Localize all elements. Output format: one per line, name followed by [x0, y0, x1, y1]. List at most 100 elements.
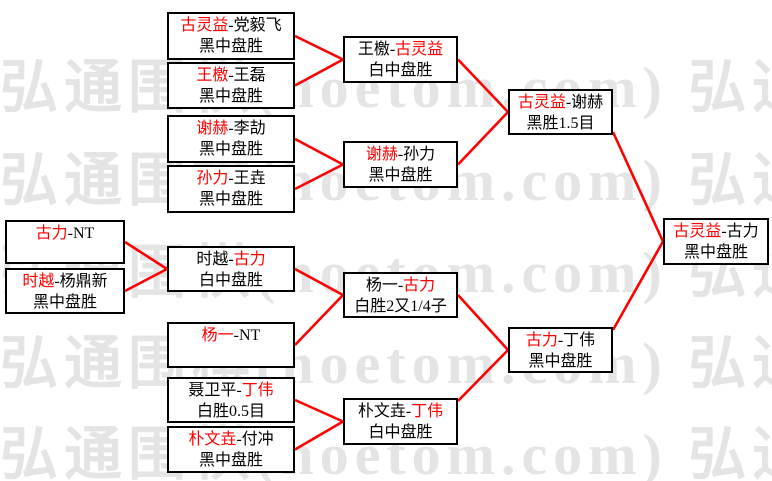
- match-players: 时越-杨鼎新: [7, 271, 123, 292]
- player2-name: 古力: [233, 251, 266, 268]
- match-players: 王檄-王磊: [169, 65, 293, 86]
- player1-name: 孙力: [196, 170, 229, 187]
- match-players: 朴文垚-付冲: [169, 429, 293, 450]
- match-result: 白中盘胜: [368, 62, 433, 79]
- match-result: 黑中盘胜: [198, 191, 263, 208]
- match-box-sf-2: 古力-丁伟黑中盘胜: [508, 327, 613, 373]
- match-box-r2-4: 杨一-古力白胜2又1/4子: [343, 272, 458, 318]
- bracket-connector-line: [457, 349, 509, 402]
- match-result: 黑胜1.5目: [526, 115, 595, 132]
- match-players: 古灵益-古力: [665, 221, 767, 242]
- match-players: 谢赫-李劼: [169, 118, 293, 139]
- match-box-r2-3: 时越-古力白中盘胜: [167, 246, 295, 292]
- player2-name: 古力: [726, 223, 759, 240]
- players-separator: -: [228, 170, 234, 187]
- player1-name: 王檄: [357, 41, 390, 58]
- player1-name: 谢赫: [365, 146, 398, 163]
- player2-name: 王磊: [233, 67, 266, 84]
- match-players: 古力-丁伟: [510, 330, 611, 351]
- players-separator: -: [397, 146, 404, 163]
- player1-name: 杨一: [365, 277, 398, 294]
- player2-name: 孙力: [403, 146, 436, 163]
- bracket-connector-line: [124, 240, 168, 271]
- player2-name: 丁伟: [563, 332, 596, 349]
- match-result: 白中盘胜: [368, 424, 433, 441]
- player1-name: 古灵益: [673, 223, 722, 240]
- match-players: 时越-古力: [169, 249, 293, 270]
- players-separator: -: [557, 332, 564, 349]
- bracket-connector-line: [457, 294, 509, 351]
- bracket-connector-line: [294, 34, 344, 61]
- player1-name: 朴文垚: [357, 403, 406, 420]
- match-players: 朴文垚-丁伟: [345, 401, 456, 422]
- match-players: 杨一-NT: [169, 325, 293, 346]
- match-players: 聂卫平-丁伟: [169, 380, 293, 401]
- bracket-connector-line: [457, 111, 509, 166]
- player2-name: 党毅飞: [233, 17, 282, 34]
- players-separator: -: [54, 273, 60, 290]
- bracket-connector-line: [294, 398, 344, 423]
- player2-name: NT: [73, 225, 95, 242]
- match-box-r1-4: 孙力-王垚黑中盘胜: [167, 165, 295, 213]
- player2-name: 谢赫: [571, 94, 604, 111]
- match-result: 黑中盘胜: [528, 353, 593, 370]
- players-separator: -: [228, 67, 234, 84]
- bracket-connector-line: [294, 163, 344, 191]
- players-separator: -: [228, 251, 234, 268]
- player1-name: 古灵益: [180, 17, 229, 34]
- players-separator: -: [236, 431, 242, 448]
- match-result: 白胜0.5目: [196, 403, 265, 420]
- match-players: 古灵益-党毅飞: [169, 15, 293, 36]
- bracket-connector-line: [294, 137, 344, 166]
- match-result: 白中盘胜: [198, 272, 263, 289]
- player2-name: 丁伟: [241, 382, 274, 399]
- players-separator: -: [389, 41, 396, 58]
- player1-name: 时越: [22, 273, 55, 290]
- match-box-r2-2: 谢赫-孙力黑中盘胜: [343, 141, 458, 188]
- match-result: 黑中盘胜: [198, 88, 263, 105]
- player2-name: 杨鼎新: [59, 273, 108, 290]
- bracket-connector-line: [611, 240, 665, 331]
- watermark-text: 弘通围棋(hoetom.com) 弘通围棋(hoetom.com): [0, 331, 772, 396]
- match-box-sf-1: 古灵益-谢赫黑胜1.5目: [508, 89, 613, 135]
- match-box-r1-8: 聂卫平-丁伟白胜0.5目: [167, 377, 295, 423]
- match-box-r2-1: 王檄-古灵益白中盘胜: [343, 36, 458, 83]
- match-players: 谢赫-孙力: [345, 144, 456, 165]
- bracket-connector-line: [124, 267, 168, 293]
- player2-name: 古灵益: [395, 41, 444, 58]
- players-separator: -: [405, 403, 412, 420]
- match-box-r1-6: 时越-杨鼎新黑中盘胜: [5, 268, 125, 314]
- player1-name: 聂卫平: [188, 382, 237, 399]
- players-separator: -: [67, 225, 73, 242]
- players-separator: -: [397, 277, 404, 294]
- players-separator: -: [228, 120, 234, 137]
- player1-name: 古力: [525, 332, 558, 349]
- match-result: 黑中盘胜: [368, 167, 433, 184]
- players-separator: -: [721, 223, 727, 240]
- match-box-r1-9: 朴文垚-付冲黑中盘胜: [167, 426, 295, 473]
- player2-name: 丁伟: [411, 403, 444, 420]
- player1-name: 杨一: [201, 327, 234, 344]
- players-separator: -: [236, 382, 242, 399]
- bracket-connector-line: [457, 58, 509, 113]
- match-box-r1-1: 古灵益-党毅飞黑中盘胜: [167, 12, 295, 60]
- player2-name: 李劼: [233, 120, 266, 137]
- match-result: 黑中盘胜: [683, 244, 748, 261]
- player2-name: NT: [239, 327, 261, 344]
- player1-name: 王檄: [196, 67, 229, 84]
- player1-name: 古力: [35, 225, 68, 242]
- bracket-connector-line: [294, 420, 344, 451]
- match-box-r1-7: 杨一-NT: [167, 322, 295, 368]
- match-box-r1-2: 王檄-王磊黑中盘胜: [167, 62, 295, 109]
- match-result: 白胜2又1/4子: [354, 298, 447, 315]
- bracket-connector-line: [611, 131, 665, 243]
- player1-name: 古灵益: [517, 94, 566, 111]
- players-separator: -: [228, 17, 234, 34]
- player2-name: 古力: [403, 277, 436, 294]
- match-result: 黑中盘胜: [198, 141, 263, 158]
- match-players: 杨一-古力: [345, 275, 456, 296]
- match-box-final: 古灵益-古力黑中盘胜: [663, 218, 769, 265]
- player1-name: 谢赫: [196, 120, 229, 137]
